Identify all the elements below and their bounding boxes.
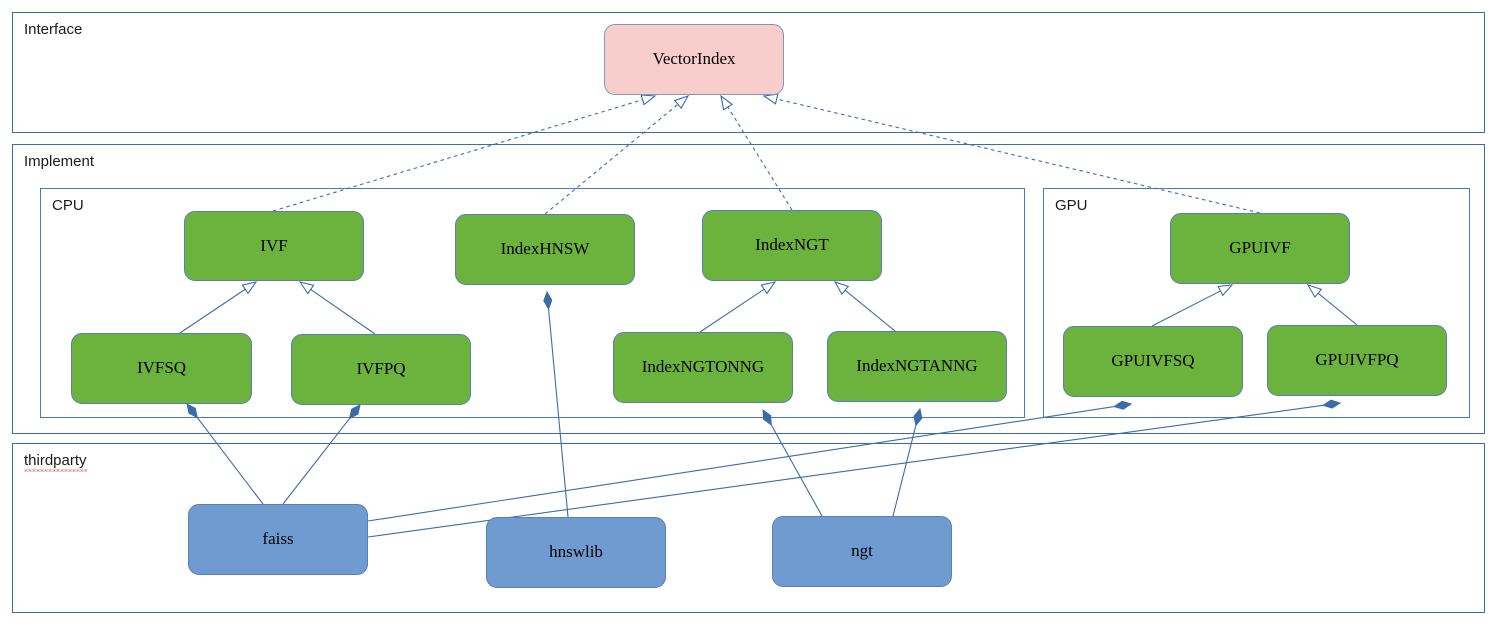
class-node-gpuivfsq[interactable]: GPUIVFSQ (1063, 326, 1243, 397)
class-node-indexngtonng[interactable]: IndexNGTONNG (613, 332, 793, 403)
group-label-implement: Implement (24, 153, 95, 170)
group-label-interface: Interface (24, 21, 83, 38)
class-node-ivfpq[interactable]: IVFPQ (291, 334, 471, 405)
class-node-faiss[interactable]: faiss (188, 504, 368, 575)
class-node-label: GPUIVFSQ (1111, 351, 1195, 371)
group-label-cpu: CPU (52, 197, 84, 214)
class-node-indexngtanng[interactable]: IndexNGTANNG (827, 331, 1007, 402)
class-node-label: IVFPQ (356, 359, 406, 379)
class-node-label: IndexNGTONNG (641, 357, 765, 377)
class-node-label: IVFSQ (136, 358, 187, 378)
class-node-label: faiss (262, 529, 294, 549)
class-node-ivfsq[interactable]: IVFSQ (71, 333, 252, 404)
class-node-hnswlib[interactable]: hnswlib (486, 517, 666, 588)
class-node-label: GPUIVFPQ (1315, 350, 1399, 370)
class-node-label: hnswlib (549, 542, 603, 562)
class-node-label: VectorIndex (652, 49, 736, 69)
class-node-ngt[interactable]: ngt (772, 516, 952, 587)
class-node-indexngt[interactable]: IndexNGT (702, 210, 882, 281)
class-node-indexhnsw[interactable]: IndexHNSW (455, 214, 635, 285)
class-node-label: ngt (851, 541, 873, 561)
class-node-gpuivfpq[interactable]: GPUIVFPQ (1267, 325, 1447, 396)
class-node-vectorindex[interactable]: VectorIndex (604, 24, 784, 95)
class-node-label: GPUIVF (1229, 238, 1291, 258)
class-node-ivf[interactable]: IVF (184, 211, 364, 281)
class-node-label: IndexHNSW (500, 239, 590, 259)
class-node-label: IndexNGTANNG (856, 356, 978, 376)
group-label-thirdparty: thirdparty (24, 452, 87, 472)
class-node-gpuivf[interactable]: GPUIVF (1170, 213, 1350, 284)
group-label-gpu: GPU (1055, 197, 1088, 214)
class-node-label: IndexNGT (755, 235, 829, 255)
class-node-label: IVF (260, 235, 288, 255)
